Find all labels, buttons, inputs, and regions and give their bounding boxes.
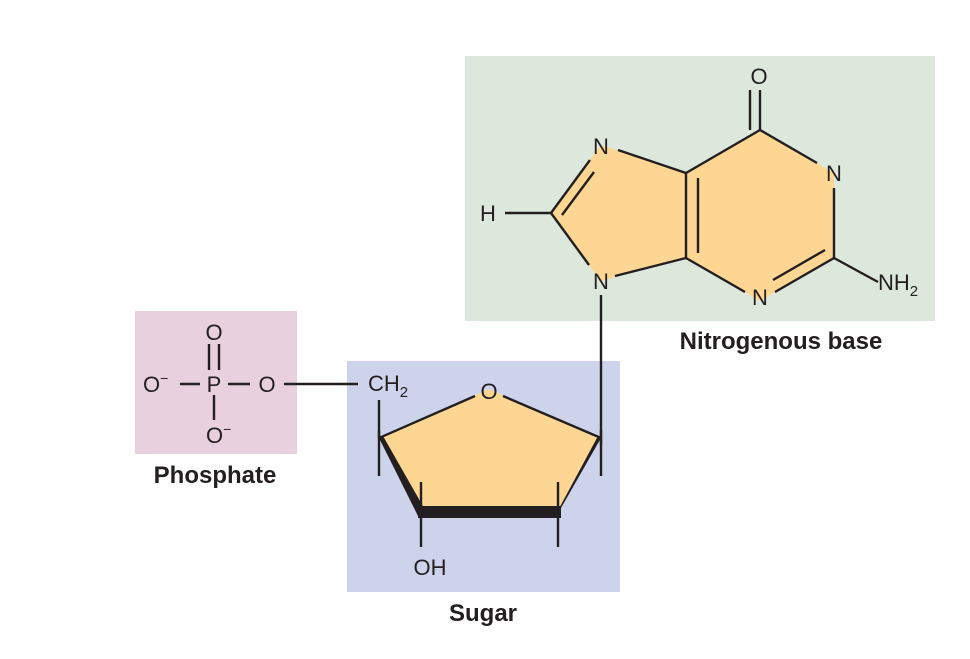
bottom-oxygen-anion-label: O−: [206, 421, 231, 448]
phosphate-group: O P O O− O−: [143, 320, 358, 448]
phosphate-top-oxygen-label: O: [205, 320, 222, 345]
pentose-ring-fill: [379, 389, 601, 512]
pentose-bold-edge-left: [379, 436, 424, 516]
bottom-oxygen: O: [206, 423, 223, 448]
ch2-h: H: [384, 371, 400, 396]
n3-label: N: [752, 285, 768, 310]
phosphate-box: [135, 311, 297, 454]
ring-oxygen-label: O: [480, 379, 497, 404]
bottom-oxygen-charge: −: [223, 421, 231, 437]
left-oxygen-anion-label: O−: [143, 370, 168, 397]
purine-ring-fill: [551, 130, 834, 301]
amino-n: N: [878, 270, 894, 295]
pentose-bold-edge-right: [555, 436, 601, 516]
purine-ring: O N N N N H NH2: [480, 64, 918, 445]
purine-bonds: [505, 90, 879, 445]
n1-label: N: [826, 161, 842, 186]
hydroxyl-label: OH: [414, 555, 447, 580]
pentose-ring: O OH CH2: [368, 371, 603, 580]
left-oxygen: O: [143, 372, 160, 397]
amino-group-label: NH2: [878, 270, 918, 300]
amino-subscript: 2: [910, 283, 918, 300]
phosphorus-label: P: [207, 372, 222, 397]
left-oxygen-charge: −: [160, 370, 168, 386]
c8-hydrogen-label: H: [480, 201, 496, 226]
phosphate-bonds: [180, 344, 358, 420]
carbonyl-oxygen-label: O: [750, 64, 767, 89]
n9-label: N: [593, 269, 609, 294]
base-caption: Nitrogenous base: [680, 328, 883, 355]
ch2-c: C: [368, 371, 384, 396]
phosphate-caption: Phosphate: [154, 462, 277, 489]
ch2-group-label: CH2: [368, 371, 408, 401]
ester-oxygen-label: O: [258, 372, 275, 397]
pentose-bold-edge-bottom: [418, 506, 561, 518]
amino-h: H: [894, 270, 910, 295]
n7-label: N: [593, 134, 609, 159]
ch2-subscript: 2: [400, 384, 408, 401]
sugar-caption: Sugar: [449, 600, 517, 627]
